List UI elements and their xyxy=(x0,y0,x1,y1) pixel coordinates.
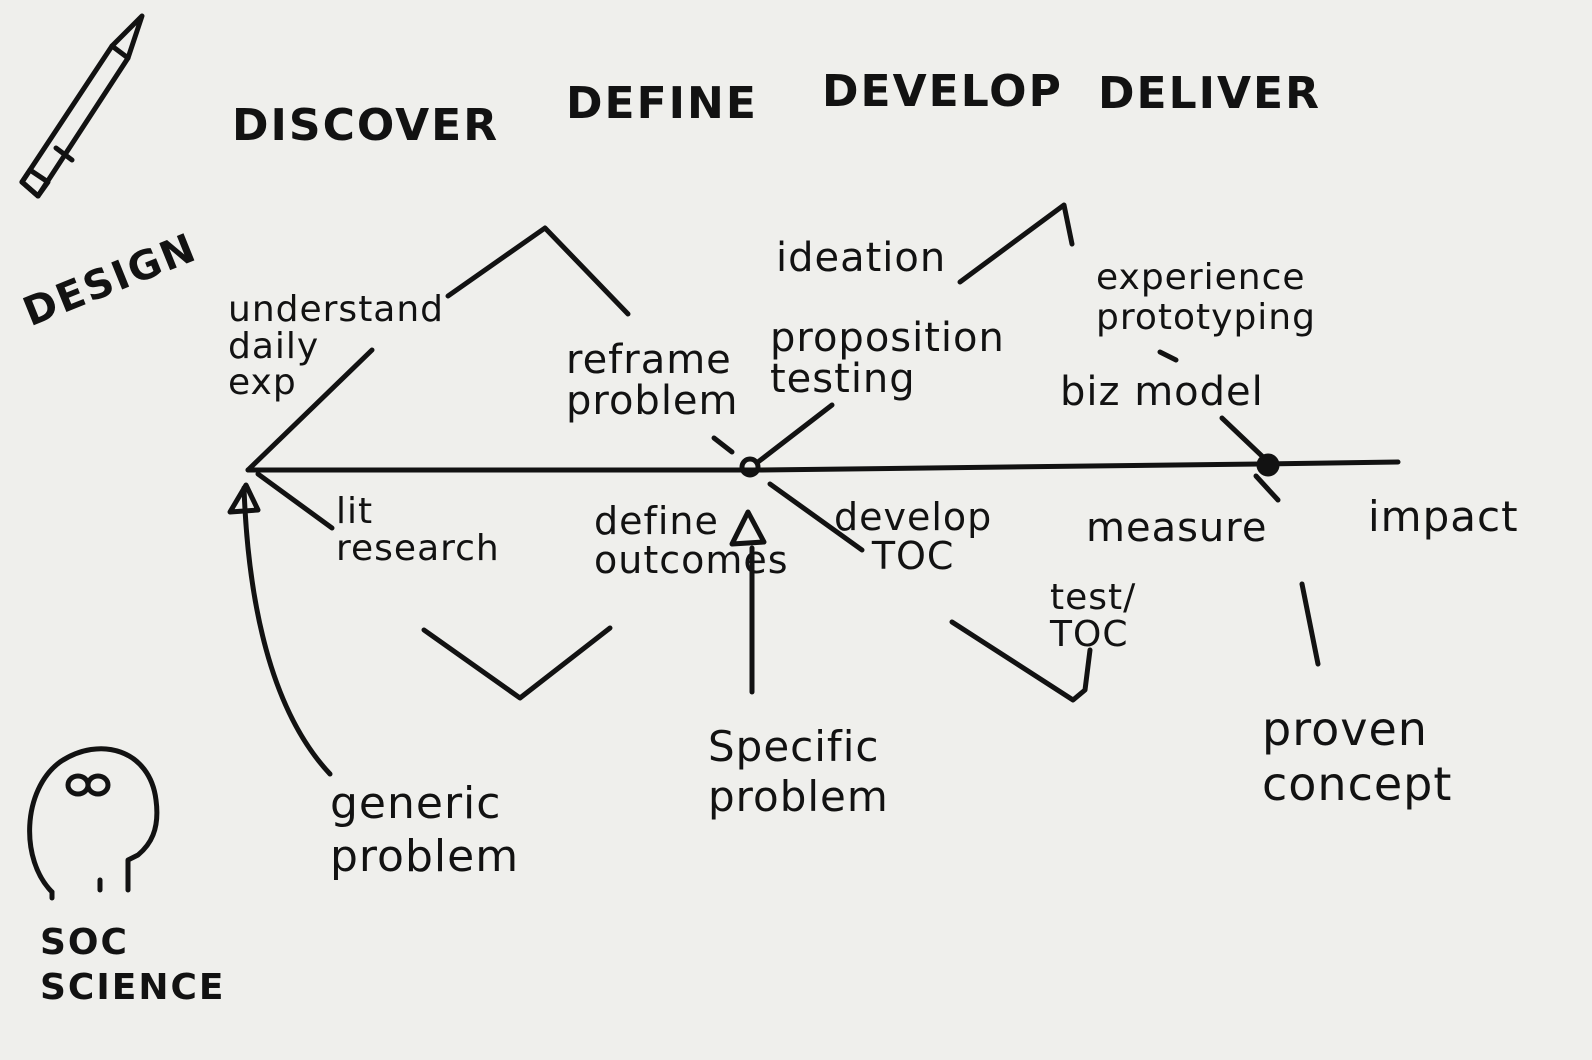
marker-circle-right xyxy=(1256,453,1280,477)
step-reframe-problem: reframe problem xyxy=(566,337,739,424)
step-experience-prototyping: experience prototyping xyxy=(1096,257,1316,338)
outcome-specific-problem: Specific problem xyxy=(708,722,889,822)
lower-diamond-2 xyxy=(767,481,1093,703)
phase-define: DEFINE xyxy=(566,78,758,129)
pencil-icon xyxy=(19,13,145,199)
step-develop-toc: develop TOC xyxy=(834,495,993,578)
phase-discover: DISCOVER xyxy=(232,100,500,151)
step-proposition-testing: proposition testing xyxy=(770,315,1005,402)
phase-deliver: DELIVER xyxy=(1098,68,1321,119)
social-science-label: SOC SCIENCE xyxy=(40,922,226,1008)
step-lit-research: lit research xyxy=(336,491,500,569)
upper-diamond-1 xyxy=(245,225,631,473)
step-ideation: ideation xyxy=(776,235,947,281)
upper-diamond-2 xyxy=(755,202,1179,465)
step-define-outcomes: define outcomes xyxy=(594,499,789,582)
outcome-proven-concept: proven concept xyxy=(1262,702,1453,812)
marker-circle-mid xyxy=(739,456,761,478)
step-understand-daily-exp: understand daily exp xyxy=(228,289,445,404)
head-icon xyxy=(27,746,160,901)
timeline-axis xyxy=(245,459,1401,473)
outcome-generic-problem: generic problem xyxy=(330,778,520,882)
step-biz-model: biz model xyxy=(1060,369,1264,415)
step-measure: measure xyxy=(1086,505,1268,551)
step-impact: impact xyxy=(1368,492,1519,541)
line-proven-concept xyxy=(1299,581,1321,667)
phase-develop: DEVELOP xyxy=(822,66,1063,117)
lower-diamond-1 xyxy=(255,471,613,701)
step-test-toc: test/ TOC xyxy=(1050,577,1137,655)
arrow-generic-problem xyxy=(241,485,333,777)
marker-triangle-mid xyxy=(729,509,767,547)
